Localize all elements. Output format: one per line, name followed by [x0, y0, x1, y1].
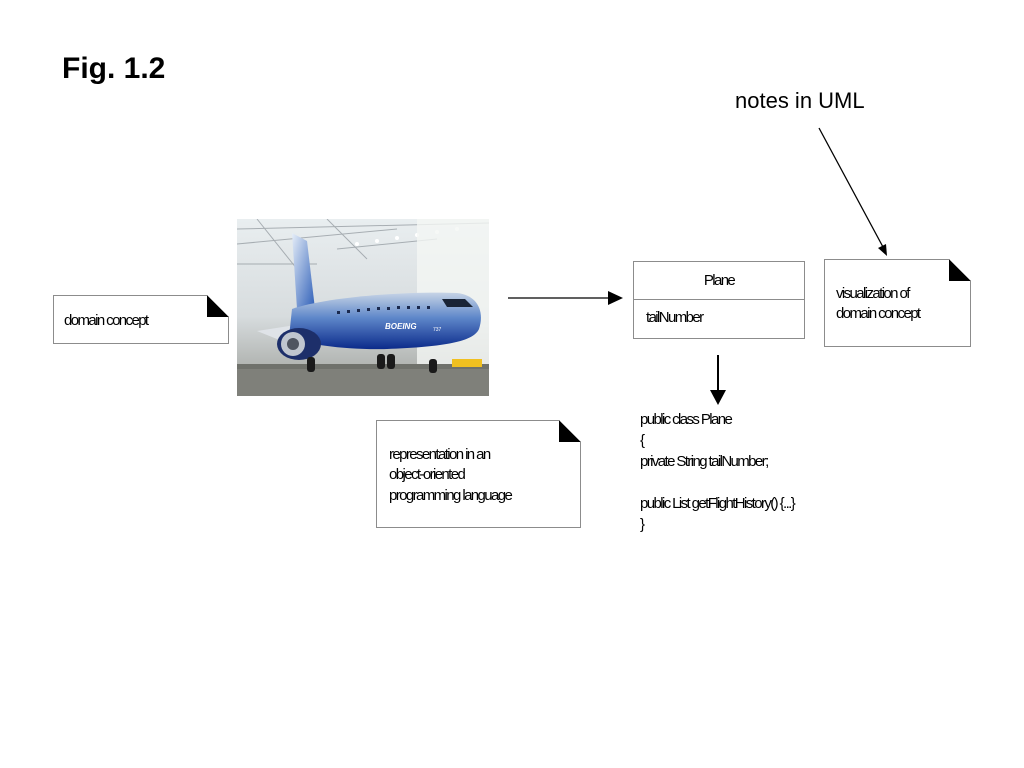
- notes-in-uml-label: notes in UML: [735, 88, 865, 113]
- arrow-class-to-code: [710, 355, 726, 405]
- uml-class-name: Plane: [634, 262, 804, 300]
- note-line: object-oriented: [389, 466, 466, 484]
- note-line: representation in an: [389, 446, 491, 463]
- airplane-photo: BOEING 737: [237, 219, 489, 396]
- code-line: }: [640, 516, 645, 533]
- note-domain-concept: domain concept: [53, 295, 229, 344]
- code-block: public class Plane { private String tail…: [640, 410, 796, 536]
- uml-class-attribute: tailNumber: [646, 309, 704, 326]
- code-line: private String tailNumber;: [640, 453, 769, 470]
- note-representation-text: representation in an object-oriented pro…: [389, 445, 513, 506]
- note-line: programming language: [389, 486, 513, 504]
- arrow-notes-label-to-note: [818, 127, 887, 256]
- note-representation: representation in an object-oriented pro…: [376, 420, 581, 528]
- uml-class-box: Plane tailNumber: [633, 261, 805, 339]
- note-line: domain concept: [836, 305, 921, 323]
- code-line: public List getFlightHistory() {...}: [640, 495, 796, 512]
- note-line: domain concept: [64, 312, 149, 329]
- note-domain-concept-text: domain concept: [64, 311, 149, 331]
- note-fold-icon: [949, 259, 971, 281]
- note-fold-icon: [207, 295, 229, 317]
- livery-text: BOEING: [385, 322, 417, 331]
- figure-title: Fig. 1.2: [62, 52, 166, 85]
- arrow-photo-to-class: [508, 291, 623, 305]
- note-fold-icon: [559, 420, 581, 442]
- tail-text: 737: [433, 327, 442, 333]
- note-line: visualization of: [836, 285, 910, 302]
- code-line: {: [640, 432, 645, 449]
- note-visualization: visualization of domain concept: [824, 259, 971, 347]
- note-visualization-text: visualization of domain concept: [836, 284, 921, 325]
- code-line: public class Plane: [640, 411, 733, 428]
